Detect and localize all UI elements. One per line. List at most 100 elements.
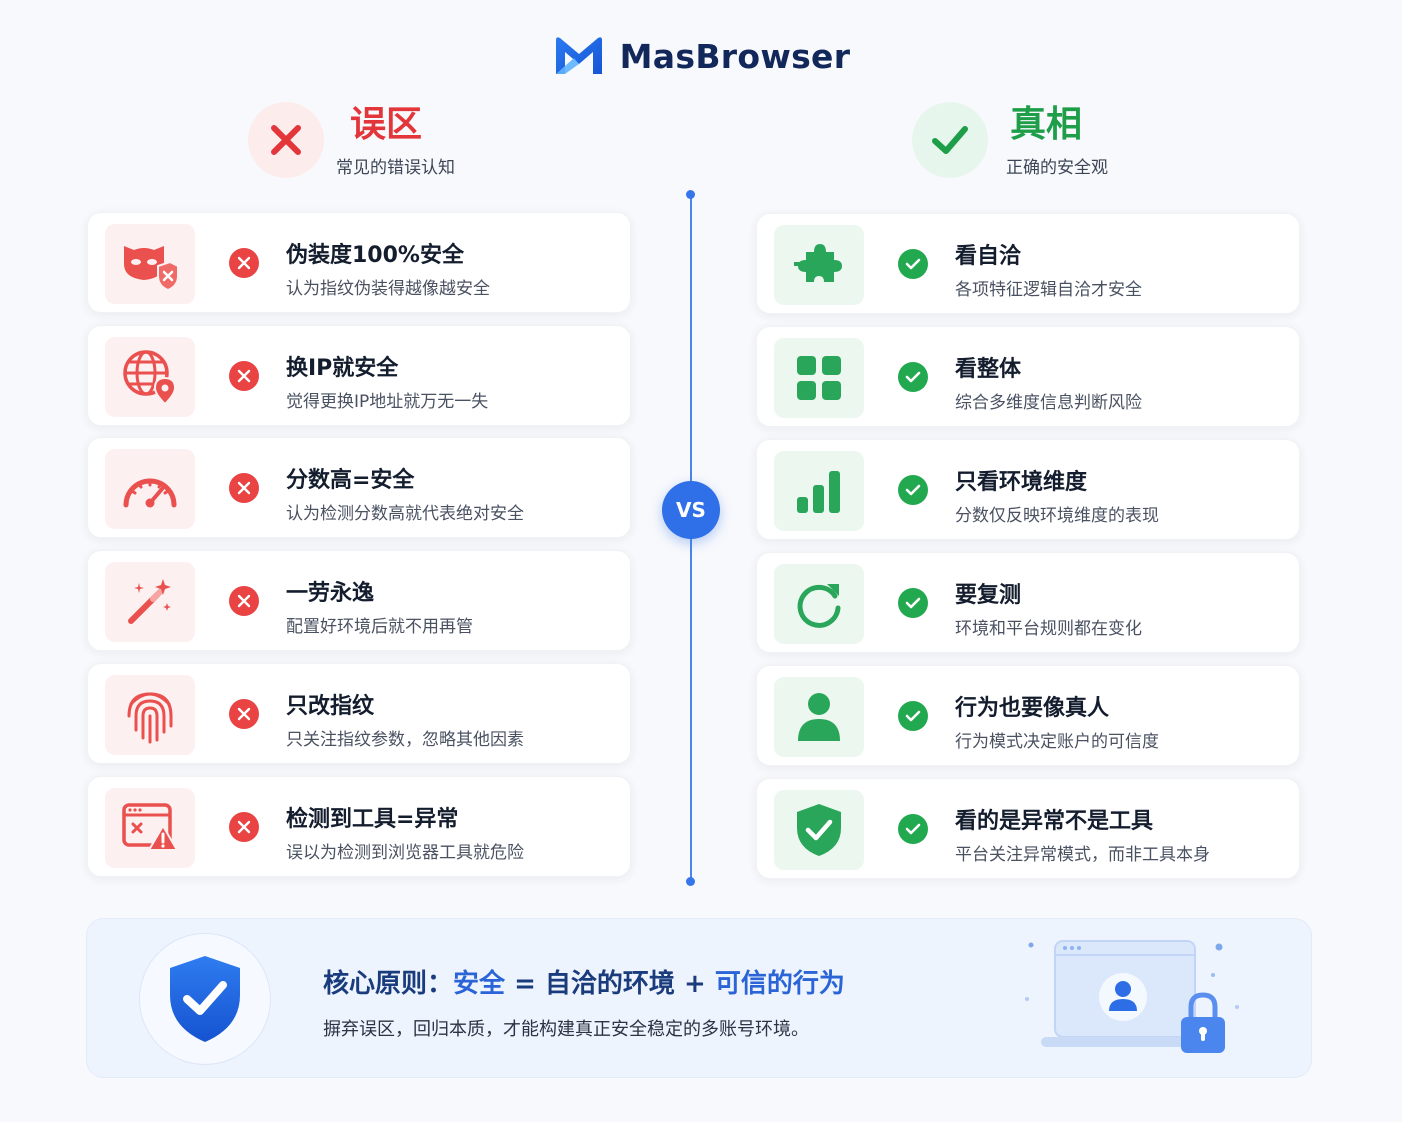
brand-header: MasBrowser — [0, 28, 1402, 84]
myth-title: 换IP就安全 — [286, 356, 399, 381]
myth-title: 伪装度100%安全 — [286, 243, 464, 268]
grid-blocks-icon — [797, 356, 841, 400]
brand-name: MasBrowser — [619, 36, 851, 76]
divider-bottom-dot — [686, 877, 695, 886]
truth-title: 看自洽 — [955, 244, 1022, 269]
truth-card: 行为也要像真人 行为模式决定账户的可信度 — [756, 665, 1300, 766]
cross-mark-icon — [229, 248, 259, 278]
myths-header: 误区 常见的错误认知 — [248, 102, 455, 178]
core-shield-badge — [139, 933, 271, 1065]
truth-desc: 分数仅反映环境维度的表现 — [955, 506, 1159, 526]
myth-card: 一劳永逸 配置好环境后就不用再管 — [87, 550, 631, 651]
laptop-lock-illustration — [1023, 937, 1243, 1067]
myth-icon-tile — [105, 675, 195, 755]
truth-icon-tile — [774, 790, 864, 870]
truth-title: 只看环境维度 — [955, 470, 1088, 495]
core-prefix: 核心原则： — [323, 969, 454, 999]
myth-desc: 只关注指纹参数，忽略其他因素 — [286, 730, 524, 750]
truth-card: 看的是异常不是工具 平台关注异常模式，而非工具本身 — [756, 778, 1300, 879]
divider-top-dot — [686, 190, 695, 199]
vs-badge: VS — [662, 481, 720, 539]
truth-title: 看整体 — [955, 357, 1022, 382]
myth-title: 一劳永逸 — [286, 581, 375, 606]
user-icon — [798, 693, 840, 741]
truth-title: 行为也要像真人 — [955, 696, 1110, 721]
core-part-behavior: 可信的行为 — [714, 969, 845, 999]
shield-check-icon — [170, 956, 240, 1042]
refresh-icon — [797, 584, 841, 628]
myth-icon-tile — [105, 337, 195, 417]
cross-icon — [271, 125, 301, 155]
check-icon — [932, 126, 968, 154]
truth-desc: 行为模式决定账户的可信度 — [955, 732, 1159, 752]
truths-header: 真相 正确的安全观 — [912, 102, 1108, 178]
core-principle-panel: 核心原则：安全 = 自洽的环境 + 可信的行为 摒弃误区，回归本质，才能构建真正… — [86, 918, 1312, 1078]
truths-header-badge — [912, 102, 988, 178]
myth-desc: 觉得更换IP地址就万无一失 — [286, 392, 489, 412]
myths-title: 误区 — [350, 103, 423, 145]
magic-wand-icon — [128, 579, 171, 624]
cross-mark-icon — [229, 361, 259, 391]
truth-card: 只看环境维度 分数仅反映环境维度的表现 — [756, 439, 1300, 540]
myth-icon-tile — [105, 449, 195, 529]
cross-mark-icon — [229, 812, 259, 842]
truth-desc: 环境和平台规则都在变化 — [955, 619, 1142, 639]
myth-card: 只改指纹 只关注指纹参数，忽略其他因素 — [87, 663, 631, 764]
shield-check-icon — [797, 804, 841, 856]
truth-icon-tile — [774, 338, 864, 418]
core-operator-equals: = — [505, 969, 545, 999]
check-mark-icon — [898, 814, 928, 844]
truth-icon-tile — [774, 677, 864, 757]
myth-title: 只改指纹 — [286, 694, 375, 719]
myth-title: 检测到工具=异常 — [286, 807, 459, 832]
truth-icon-tile — [774, 225, 864, 305]
check-mark-icon — [898, 701, 928, 731]
cross-mark-icon — [229, 699, 259, 729]
myths-subtitle: 常见的错误认知 — [336, 157, 455, 178]
core-part-safety: 安全 — [453, 969, 506, 999]
laptop-lock-icon — [1025, 940, 1239, 1053]
myth-desc: 认为检测分数高就代表绝对安全 — [286, 504, 524, 524]
check-mark-icon — [898, 362, 928, 392]
myth-card: 分数高=安全 认为检测分数高就代表绝对安全 — [87, 437, 631, 538]
mask-shield-icon — [124, 246, 179, 292]
truth-icon-tile — [774, 451, 864, 531]
globe-location-icon — [123, 350, 177, 406]
check-mark-icon — [898, 588, 928, 618]
masbrowser-m-logo-icon — [555, 37, 602, 74]
myth-card: 伪装度100%安全 认为指纹伪装得越像越安全 — [87, 212, 631, 313]
truth-icon-tile — [774, 564, 864, 644]
myth-icon-tile — [105, 788, 195, 868]
truth-desc: 各项特征逻辑自洽才安全 — [955, 280, 1142, 300]
core-operator-plus: + — [674, 969, 715, 999]
myth-title: 分数高=安全 — [286, 468, 415, 493]
myth-card: 换IP就安全 觉得更换IP地址就万无一失 — [87, 325, 631, 426]
check-mark-icon — [898, 475, 928, 505]
cross-mark-icon — [229, 586, 259, 616]
core-principle-title: 核心原则：安全 = 自洽的环境 + 可信的行为 — [323, 963, 845, 1000]
bar-chart-icon — [797, 471, 840, 513]
myths-header-badge — [248, 102, 324, 178]
truth-card: 看整体 综合多维度信息判断风险 — [756, 326, 1300, 427]
puzzle-icon — [794, 244, 842, 282]
truth-card: 看自洽 各项特征逻辑自洽才安全 — [756, 213, 1300, 314]
myth-desc: 配置好环境后就不用再管 — [286, 617, 473, 637]
browser-warning-icon — [122, 803, 178, 851]
truths-title: 真相 — [1010, 103, 1083, 145]
cross-mark-icon — [229, 473, 259, 503]
truth-title: 要复测 — [955, 583, 1022, 608]
truth-card: 要复测 环境和平台规则都在变化 — [756, 552, 1300, 653]
truth-desc: 综合多维度信息判断风险 — [955, 393, 1142, 413]
myth-desc: 认为指纹伪装得越像越安全 — [286, 279, 490, 299]
core-principle-subtitle: 摒弃误区，回归本质，才能构建真正安全稳定的多账号环境。 — [323, 1019, 809, 1040]
myth-icon-tile — [105, 562, 195, 642]
myth-icon-tile — [105, 224, 195, 304]
check-mark-icon — [898, 249, 928, 279]
truths-subtitle: 正确的安全观 — [1006, 157, 1108, 178]
speedometer-icon — [123, 478, 177, 508]
fingerprint-icon — [127, 692, 173, 744]
myth-card: 检测到工具=异常 误以为检测到浏览器工具就危险 — [87, 776, 631, 877]
truth-desc: 平台关注异常模式，而非工具本身 — [955, 845, 1210, 865]
core-part-environment: 自洽的环境 — [544, 969, 675, 999]
truth-title: 看的是异常不是工具 — [955, 809, 1154, 834]
